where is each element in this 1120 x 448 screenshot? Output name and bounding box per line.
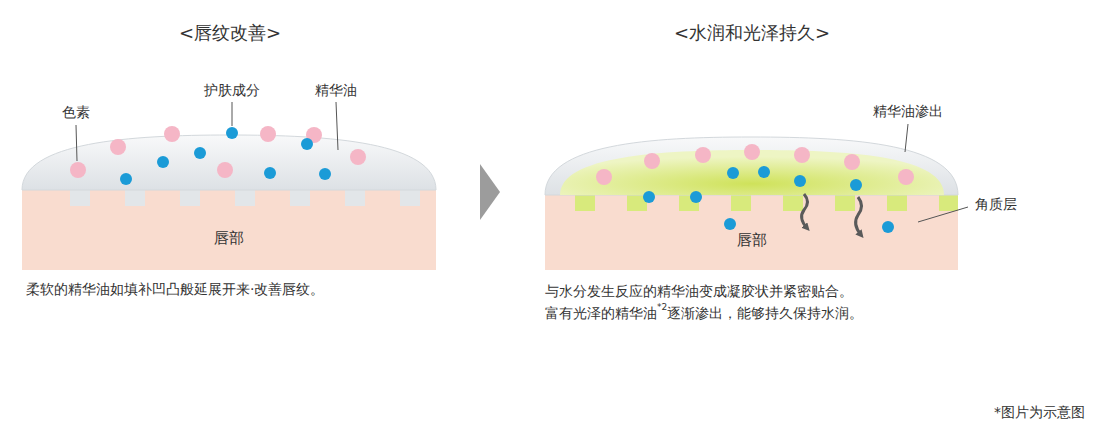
pigment-dots [596,144,914,185]
callout-label: 角质层 [975,196,1017,213]
panel-title: <水润和光泽持久> [674,22,830,44]
callout-label: 色素 [62,104,90,121]
footnote-mark: *2 [657,302,667,313]
lip-band: 唇部 [22,190,436,270]
caption-text: 逐渐渗出，能够持久保持水润。 [667,305,863,322]
panel-title: <唇纹改善> [179,22,281,44]
callout-label: 护肤成分 [204,82,260,99]
caption-text: 柔软的精华油如填补凹凸般延展开来·改善唇纹。 [26,281,324,298]
oil-dome [22,135,436,190]
caption-text: 与水分发生反应的精华油变成凝胶状并紧密贴合。 [545,283,853,300]
skincare-dots [120,127,331,185]
callout-label: 精华油渗出 [873,103,943,120]
callout-label: 精华油 [315,82,357,99]
lip-label: 唇部 [737,231,767,249]
caption-text: 富有光泽的精华油 [545,305,657,322]
oil-dome [545,137,958,195]
lip-band: 唇部 [545,195,958,270]
note-text: *图片为示意图 [994,404,1085,421]
step-arrow [480,164,500,220]
lip-label: 唇部 [214,229,244,247]
